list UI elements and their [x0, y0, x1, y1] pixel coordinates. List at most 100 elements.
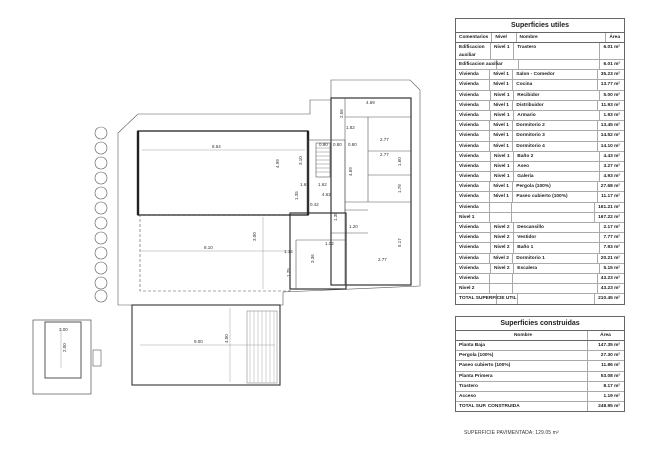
table-cell: 14.52 m²	[600, 133, 620, 139]
dim-label: 1.82	[346, 125, 355, 130]
dim-label: 2.77	[380, 137, 389, 142]
table-cell: TOTAL SUPERFICIE UTIL	[456, 294, 517, 304]
table-header-row: Nombre Área	[456, 331, 624, 341]
dim-label: 4.62	[322, 192, 331, 197]
table-cell: Nivel 2	[491, 223, 515, 233]
table-cell: Aseo	[514, 161, 601, 172]
table-cell: Vivienda	[456, 90, 492, 100]
table-row: Edificacion auxiliar 6.01 m²	[456, 60, 624, 71]
dim-label: 1.35	[333, 212, 338, 221]
table-cell	[497, 60, 520, 70]
table-cell: Vivienda	[456, 192, 491, 202]
table-cell: Nivel 1	[491, 151, 515, 161]
table-cell: Vivienda	[456, 70, 491, 80]
table-cell: Nivel 1	[491, 172, 515, 182]
table-cell: Vivienda	[456, 161, 492, 172]
table-cell: Vivienda	[456, 110, 492, 121]
table-cell: 5.15 m²	[603, 265, 620, 271]
table-cell: Vivienda	[456, 80, 491, 90]
table-superficies-construidas: Superficies construidas Nombre Área Plan…	[455, 316, 625, 413]
dim-label: 1.14	[284, 249, 293, 254]
table-cell	[512, 202, 596, 212]
table-cell: 43.23 m²	[600, 286, 620, 292]
table-cell: Nivel 1	[490, 121, 514, 131]
hall-outline	[289, 212, 347, 290]
dim-label: 4.00	[224, 334, 229, 343]
dim-label: 2.77	[380, 152, 389, 157]
table-cell: 13.45 m²	[600, 123, 620, 129]
table-cell: Nivel 1	[490, 182, 514, 192]
table-cell: Vivienda	[456, 141, 491, 151]
table-title: Superficies construidas	[456, 317, 624, 331]
column-header: Comentarios	[456, 33, 493, 42]
table-cell: 11.17 m²	[601, 194, 620, 200]
table-cell: Vivienda	[456, 131, 491, 141]
table-title: Superficies utiles	[456, 19, 624, 33]
table-cell: Nivel 1	[456, 212, 490, 222]
table-cell: 27.30 m²	[600, 353, 620, 359]
table-cell: Vestidor	[514, 233, 601, 243]
east-wing-outline	[330, 97, 412, 286]
table-cell	[490, 273, 514, 284]
dim-label: 3.36	[310, 254, 315, 263]
table-cell: 11.93 m²	[601, 102, 620, 108]
table-cell: Nivel 2	[491, 233, 515, 243]
table-cell: TOTAL SUP. CONSTRUIDA	[456, 402, 588, 412]
table-cell: Vivienda	[456, 182, 491, 192]
table-row: Paseo cubierto (100%)11.86 m²	[456, 361, 624, 372]
table-cell: Baño 2	[514, 151, 601, 161]
table-cell: 2.17 m²	[603, 225, 620, 230]
dim-label: 0.42	[310, 202, 319, 207]
table-cell: Vivienda	[456, 202, 490, 212]
dim-label: 4.69	[348, 167, 353, 176]
table-cell: 4.43 m²	[603, 153, 620, 159]
table-cell: Armario	[514, 110, 601, 121]
dim-label: 3.00	[59, 327, 68, 332]
dim-label: 8.10	[204, 245, 213, 250]
table-cell: 6.01 m²	[603, 62, 620, 67]
dim-label: 1.02	[325, 241, 334, 246]
table-cell: Nivel 2	[456, 284, 491, 294]
table-cell: Edificacion auxiliar	[456, 60, 503, 70]
table-cell: Nivel 1	[490, 141, 514, 151]
dim-label: 1.75	[286, 268, 291, 277]
table-cell: Vivienda	[456, 172, 492, 182]
dim-label: 3.00	[252, 232, 257, 241]
table-cell	[513, 284, 598, 294]
table-cell: Vivienda	[456, 223, 492, 233]
table-cell: Nivel 2	[491, 243, 515, 253]
table-cell	[490, 202, 513, 212]
table-cell	[497, 294, 519, 304]
dim-label: 3.10	[298, 156, 303, 165]
table-cell: 248.95 m²	[598, 404, 620, 410]
table-cell	[519, 60, 601, 70]
table-cell: Nivel 1	[491, 90, 515, 100]
table-cell: Nivel 1	[491, 43, 515, 59]
table-cell: 14.10 m²	[600, 143, 620, 149]
table-cell: Vivienda	[456, 100, 491, 110]
table-cell: 3.27 m²	[603, 163, 620, 169]
table-cell: 13.77 m²	[600, 82, 620, 88]
table-header-row: Comentarios Nivel Nombre Área	[456, 33, 624, 43]
table-cell: 147.35 m²	[598, 343, 620, 348]
